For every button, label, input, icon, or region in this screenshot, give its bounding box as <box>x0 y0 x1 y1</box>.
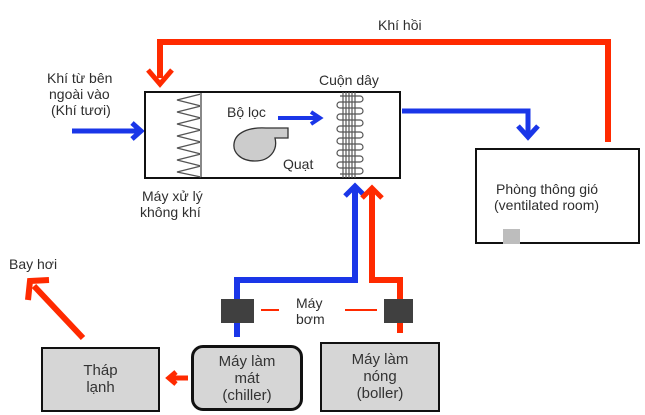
cooling-tower: Tháp lạnh <box>41 347 160 412</box>
ahu-label-1: Máy xử lý <box>142 188 203 204</box>
filter-label: Bộ lọc <box>227 104 266 120</box>
boiler: Máy làm nóng (boller) <box>320 342 440 412</box>
coil-label: Cuộn dây <box>319 72 379 88</box>
fan-label: Quạt <box>283 156 314 172</box>
pump-label-1: Máy <box>296 295 323 311</box>
return-air-duct <box>157 39 611 142</box>
chiller-label-1: Máy làm <box>218 353 276 370</box>
evaporation-label: Bay hơi <box>9 256 58 272</box>
room-label-2: (ventilated room) <box>494 197 600 213</box>
boiler-pump-icon <box>384 299 413 323</box>
pump-label-2: bơm <box>296 311 325 327</box>
room-label-1: Phòng thông gió <box>496 181 598 197</box>
return-air-label: Khí hồi <box>378 17 422 33</box>
chiller: Máy làm mát (chiller) <box>191 345 303 411</box>
room-vent-icon <box>503 229 520 244</box>
fresh-air-label-2: ngoài vào <box>49 86 110 102</box>
return-air-arrowhead <box>146 68 174 88</box>
fan-icon <box>233 127 289 162</box>
ahu-label-2: không khí <box>140 204 201 220</box>
fresh-air-arrowhead <box>130 121 145 141</box>
coil-icon <box>336 92 364 178</box>
fresh-air-label-1: Khí từ bên <box>47 70 113 86</box>
cooling-tower-label-2: lạnh <box>86 379 115 396</box>
chiller-label-3: (chiller) <box>222 387 272 404</box>
ventilated-room <box>475 148 640 244</box>
cooling-tower-label-1: Tháp <box>83 362 118 379</box>
fresh-air-label-3: (Khí tươi) <box>51 102 111 118</box>
chiller-pump-icon <box>221 299 254 323</box>
supply-air-duct <box>402 108 531 134</box>
boiler-label-1: Máy làm <box>351 351 409 368</box>
evaporation-arrow <box>31 283 86 341</box>
boiler-label-3: (boller) <box>356 385 404 402</box>
boiler-label-2: nóng <box>363 368 397 385</box>
prefilter-zigzag-icon <box>176 93 202 178</box>
chiller-label-2: mát <box>234 370 260 387</box>
